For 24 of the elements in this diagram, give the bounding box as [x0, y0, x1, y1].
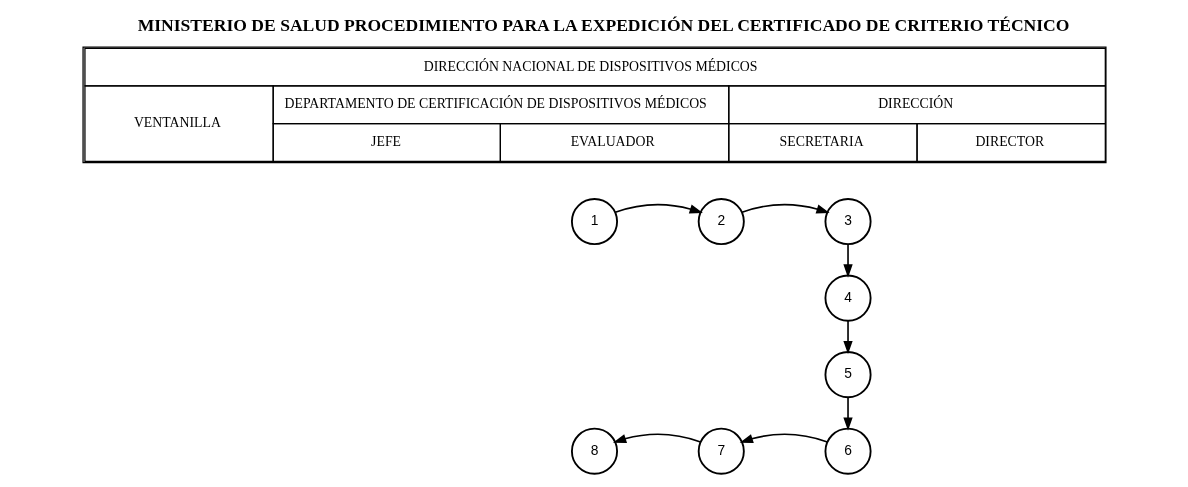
node-circle: 5	[824, 351, 872, 399]
arrow	[842, 243, 853, 278]
label: SECRETARIA	[779, 133, 864, 149]
arrow	[612, 433, 701, 444]
label: DEPARTAMENTO DE CERTIFICACIÓN DE DISPOSITIVOS MÉDICOS	[284, 96, 707, 112]
diagram-title: MINISTERIO DE SALUD PROCEDIMIENTO PARA LA EXPEDICIÓN DEL CERTIFICADO DE CRITERIO TÉCNICO	[137, 15, 1069, 36]
node-circle: 3	[824, 198, 872, 246]
node-circle: 6	[824, 427, 872, 475]
label: JEFE	[370, 133, 401, 149]
node-circle: 4	[824, 274, 872, 322]
label: DIRECTOR	[974, 133, 1044, 149]
label: EVALUADOR	[570, 133, 655, 149]
node-circle: 8	[570, 427, 618, 475]
node-circle: 7	[697, 427, 745, 475]
label: DIRECCIÓN NACIONAL DE DISPOSITIVOS MÉDICOS	[423, 58, 757, 74]
node-circle: 2	[697, 198, 745, 246]
arrow	[739, 433, 828, 444]
arrow	[842, 396, 853, 431]
arrow	[842, 319, 853, 355]
arrow	[614, 203, 703, 214]
arrow	[740, 203, 830, 214]
label: DIRECCIÓN	[877, 96, 953, 112]
node-circle: 1	[570, 198, 618, 246]
label: VENTANILLA	[133, 115, 221, 131]
